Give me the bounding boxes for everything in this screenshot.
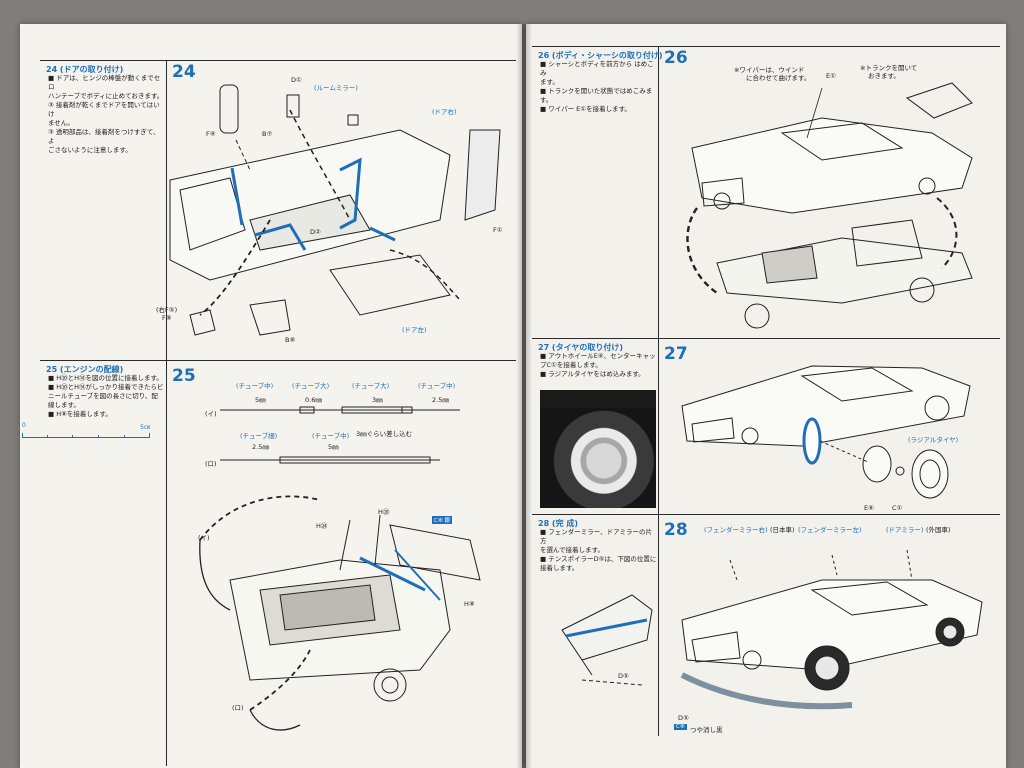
engine-wiring-drawing xyxy=(199,495,481,731)
tube-insert-note: 3㎜ぐらい差し込む xyxy=(356,430,413,438)
step-25-heading: 25 (エンジンの配線) xyxy=(46,365,124,374)
label-d5-detail: D⑤ xyxy=(618,672,629,680)
tube-row-i: (イ) xyxy=(205,410,217,418)
tube-label-b1: (チューブ細) xyxy=(240,432,278,440)
label-door-right: (ドア右) xyxy=(432,108,457,116)
step-25-number: 25 xyxy=(172,366,196,386)
label-b7: B⑦ xyxy=(262,130,273,138)
grid-low-right xyxy=(532,514,1000,515)
step-24-heading: 24 (ドアの取り付け) xyxy=(46,65,124,74)
label-h24: H㉔ xyxy=(316,522,328,530)
tube-dim-1: 5㎜ xyxy=(255,396,266,404)
label-door-left: (ドア左) xyxy=(402,326,427,334)
grid-mid-left xyxy=(40,360,516,361)
body-chassis-drawing xyxy=(686,82,973,329)
tube-label-4: (チューブ中) xyxy=(418,382,456,390)
step-24-number: 24 xyxy=(172,62,196,82)
tube-label-3: (チューブ大) xyxy=(352,382,390,390)
step-25-text: ■ H⑳とH⑭を図の位置に接着します。 ■ H⑳とH⑭がしっかり接着できたらビ … xyxy=(48,374,164,418)
label-f1: F① xyxy=(493,226,503,234)
label-e6: E⑥ xyxy=(864,504,874,512)
wheel-photo xyxy=(540,390,656,508)
tube-dim-3: 3㎜ xyxy=(372,396,383,404)
step-28-heading: 28 (完 成) xyxy=(538,519,579,528)
tube-dim-b1: 2.5㎜ xyxy=(252,443,269,451)
step-26-text: ■ シャーシとボディを前方から はめこみ ます。 ■ トランクを開いた状態ではめ… xyxy=(540,60,654,113)
trunk-note-2: おきます。 xyxy=(868,72,900,80)
scale-ruler: 0 5㎝ xyxy=(22,422,150,438)
finished-car-drawing xyxy=(680,549,983,710)
mirror-label-4: (ドアミラー) xyxy=(886,526,924,534)
label-f8: F⑧ xyxy=(162,314,172,322)
mirror-label-5: (外国車) xyxy=(926,526,951,534)
step-27-text: ■ アウトホイールE⑥、センターキャッ プC①を接着します。 ■ ラジアルタイヤ… xyxy=(540,352,656,378)
step-27-heading: 27 (タイヤの取り付け) xyxy=(538,343,623,352)
step-27-number: 27 xyxy=(664,344,688,364)
tire-mount-drawing xyxy=(681,365,971,499)
engine-i: (イ) xyxy=(198,534,210,542)
tube-row-ro: (ロ) xyxy=(205,460,217,468)
label-h20: H⑳ xyxy=(378,508,390,516)
label-room-mirror: (ルームミラー) xyxy=(314,84,358,92)
ruler-five: 5㎝ xyxy=(140,424,150,431)
label-b8: B⑧ xyxy=(285,336,296,344)
grid-top-left xyxy=(40,60,516,61)
grid-top-right xyxy=(532,46,1000,47)
tube-label-1: (チューブ中) xyxy=(236,382,274,390)
grid-divider-left xyxy=(166,60,167,766)
label-h8: H⑧ xyxy=(464,600,475,608)
tag-matte-black: C⑧ xyxy=(674,724,687,730)
tag-silver: C⑧ 銀 xyxy=(432,516,453,524)
grid-divider-right xyxy=(658,46,659,736)
grid-mid-right xyxy=(532,338,1000,339)
step-26-number: 26 xyxy=(664,48,688,68)
tube-dim-2: 0.6㎜ xyxy=(305,396,322,404)
trunk-note: ※トランクを開いて xyxy=(860,64,918,72)
label-d2: D② xyxy=(310,228,321,236)
step-24-text: ■ ドアは、ヒンジの棒盤が動くまでセロ ハンテープでボディに止めておきます。 ③… xyxy=(48,74,164,154)
engine-ro: (ロ) xyxy=(232,704,244,712)
book-gutter xyxy=(516,24,532,768)
mirror-label-3: (フェンダーミラー左) xyxy=(798,526,862,534)
spoiler-detail-drawing xyxy=(561,594,653,686)
mirror-label-1: (フェンダーミラー右) xyxy=(704,526,768,534)
label-c1: C① xyxy=(892,504,903,512)
ruler-zero: 0 xyxy=(22,422,26,429)
tube-dim-4: 2.5㎜ xyxy=(432,396,449,404)
label-radial-tire: (ラジアルタイヤ) xyxy=(908,436,959,444)
label-e1: E① xyxy=(826,72,836,80)
wiper-note: ※ワイパーは、ウインド xyxy=(734,66,805,74)
tube-label-2: (チューブ大) xyxy=(292,382,330,390)
door-assembly-drawing xyxy=(169,84,501,336)
mirror-label-2: (日本車) xyxy=(770,526,795,534)
wiper-note-2: に合わせて曲げます。 xyxy=(746,74,811,82)
label-d5-car: D⑤ xyxy=(678,714,689,722)
tube-diagram xyxy=(220,406,460,464)
step-26-heading: 26 (ボディ・シャーシの取り付け) xyxy=(538,51,663,60)
tube-dim-b2: 5㎜ xyxy=(328,443,339,451)
label-f5: (右F⑤) xyxy=(156,306,178,314)
label-f9: F⑨ xyxy=(206,130,216,138)
tag-matte-black-text: つや消し黒 xyxy=(690,726,723,734)
step-28-text: ■ フェンダーミラー、ドアミラーの片方 を選んで接着します。 ■ テンスポイラー… xyxy=(540,528,657,572)
step-28-number: 28 xyxy=(664,520,688,540)
tube-label-b2: (チューブ中) xyxy=(312,432,350,440)
label-d1: D① xyxy=(291,76,302,84)
